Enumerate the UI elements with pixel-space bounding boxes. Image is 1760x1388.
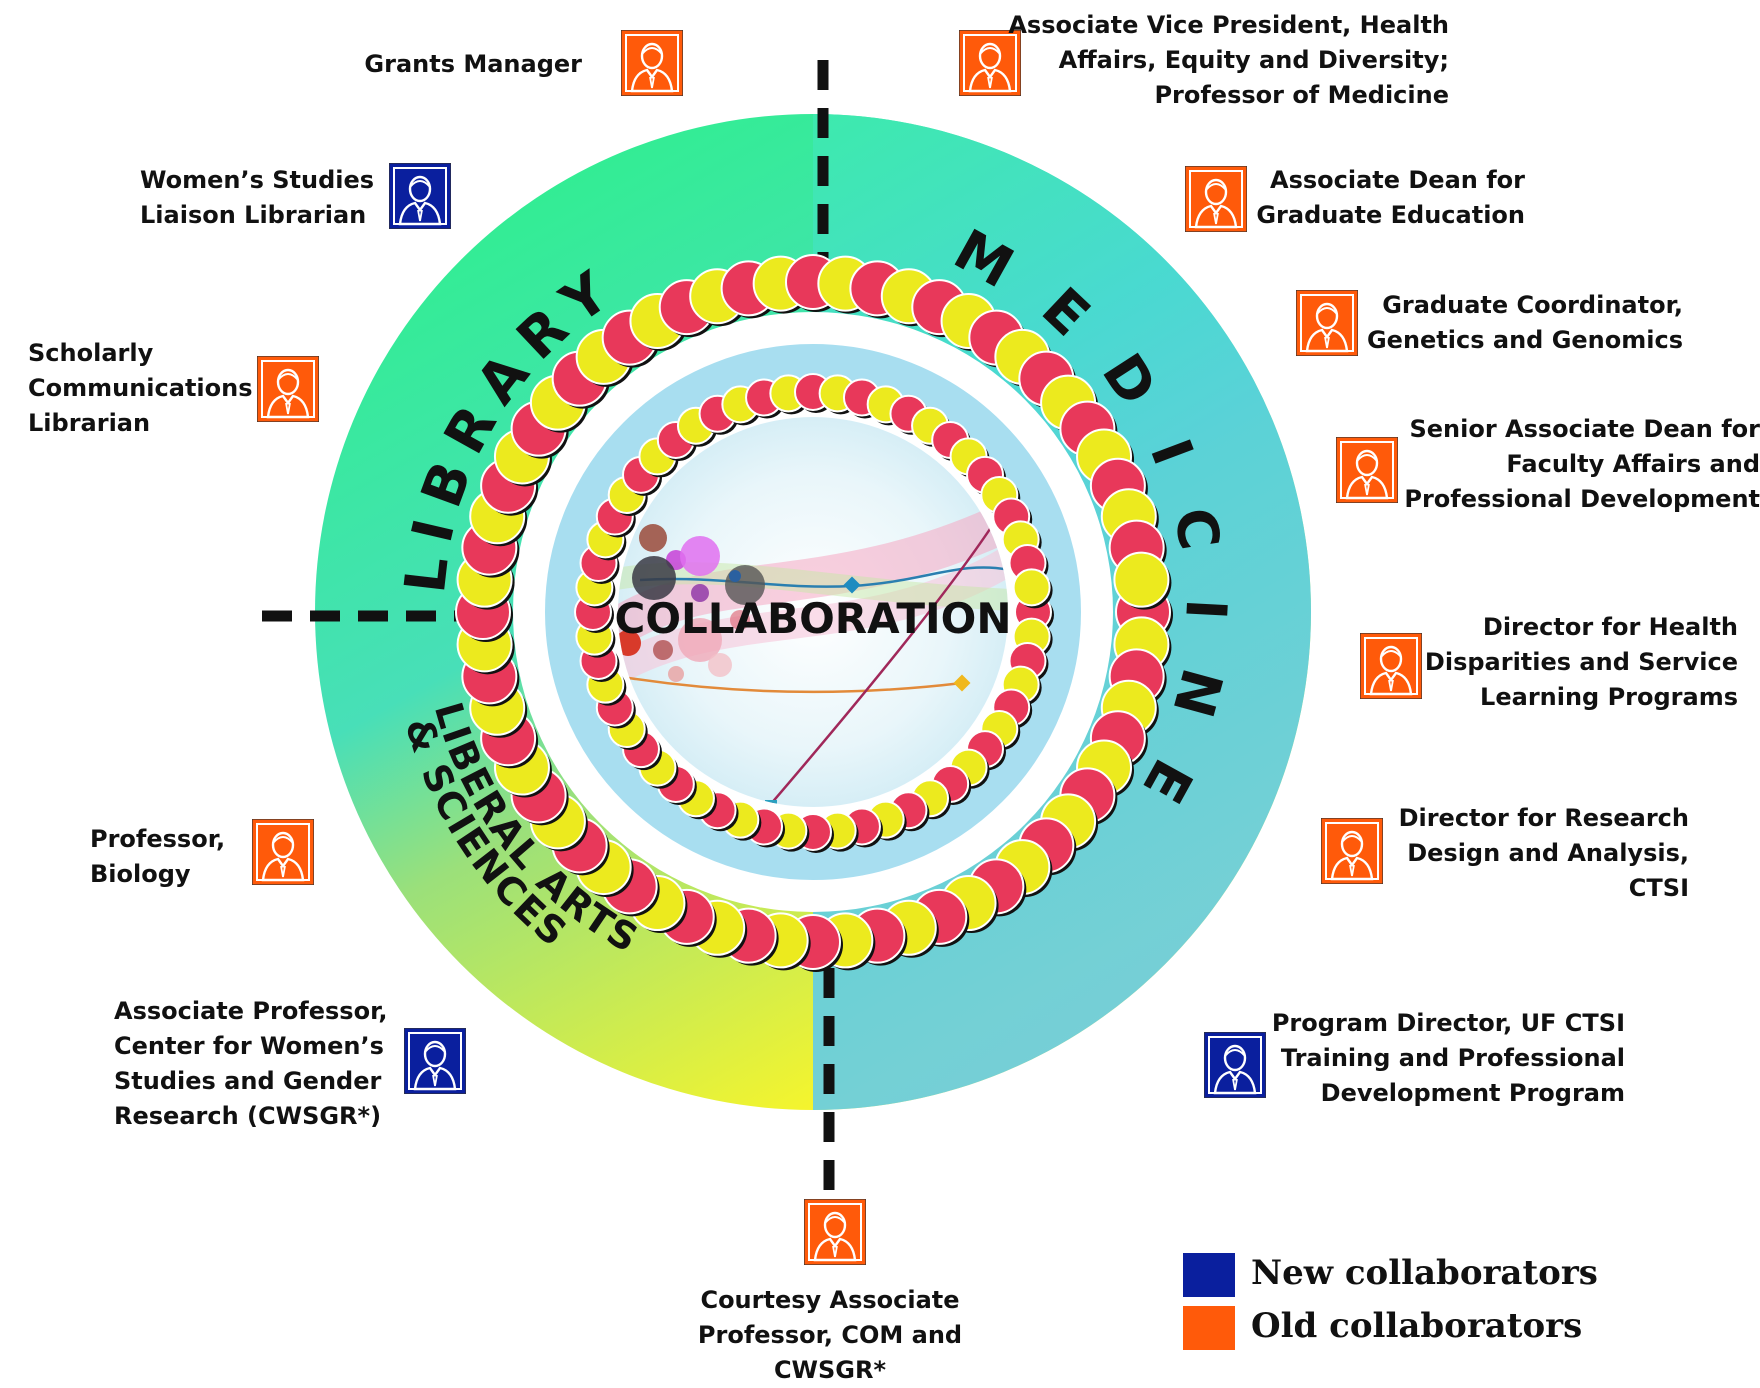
person-icon (389, 163, 451, 229)
person-icon (1204, 1032, 1266, 1098)
inner-band (545, 344, 1081, 880)
person-icon (1360, 633, 1422, 699)
legend-label-old: Old collaborators (1251, 1306, 1583, 1346)
legend-label-new: New collaborators (1251, 1253, 1598, 1293)
person-icon (1296, 290, 1358, 356)
person-icon (404, 1028, 466, 1094)
legend-swatch-old (1183, 1306, 1235, 1350)
person-label: Scholarly Communications Librarian (28, 339, 253, 437)
inner-bead-ring (574, 373, 1054, 853)
legend-swatch-new (1183, 1253, 1235, 1297)
person-label: Associate Vice President, Health Affairs… (1008, 11, 1449, 109)
collaboration-core: COLLABORATION (615, 417, 1012, 807)
person-icon (257, 356, 319, 422)
person-icon (1336, 437, 1398, 503)
person-label: Women’s Studies Liaison Librarian (140, 166, 375, 229)
person-icon (252, 819, 314, 885)
divider-lines (262, 60, 835, 1190)
person-label: Director for Health Disparities and Serv… (1424, 613, 1738, 711)
person-label: Senior Associate Dean for Faculty Affair… (1404, 415, 1760, 513)
person-label: Professor, Biology (90, 825, 226, 888)
outer-bead-ring (455, 254, 1173, 972)
person-icon (1321, 818, 1383, 884)
person-label: Grants Manager (364, 50, 582, 78)
person-label: Director for Research Design and Analysi… (1398, 804, 1689, 902)
bead (1113, 551, 1170, 608)
person-label: Associate Dean for Graduate Education (1256, 166, 1525, 229)
person-icon (621, 30, 683, 96)
person-icon (959, 30, 1021, 96)
person-label: Courtesy Associate Professor, COM and CW… (697, 1286, 963, 1384)
person-icon (804, 1199, 866, 1265)
person-label: Graduate Coordinator, Genetics and Genom… (1366, 291, 1683, 354)
center-title: COLLABORATION (615, 594, 1012, 643)
person-icon (1185, 166, 1247, 232)
person-label: Program Director, UF CTSI Training and P… (1271, 1009, 1625, 1107)
person-label: Associate Professor, Center for Women’s … (114, 997, 388, 1130)
bead (1012, 568, 1051, 607)
